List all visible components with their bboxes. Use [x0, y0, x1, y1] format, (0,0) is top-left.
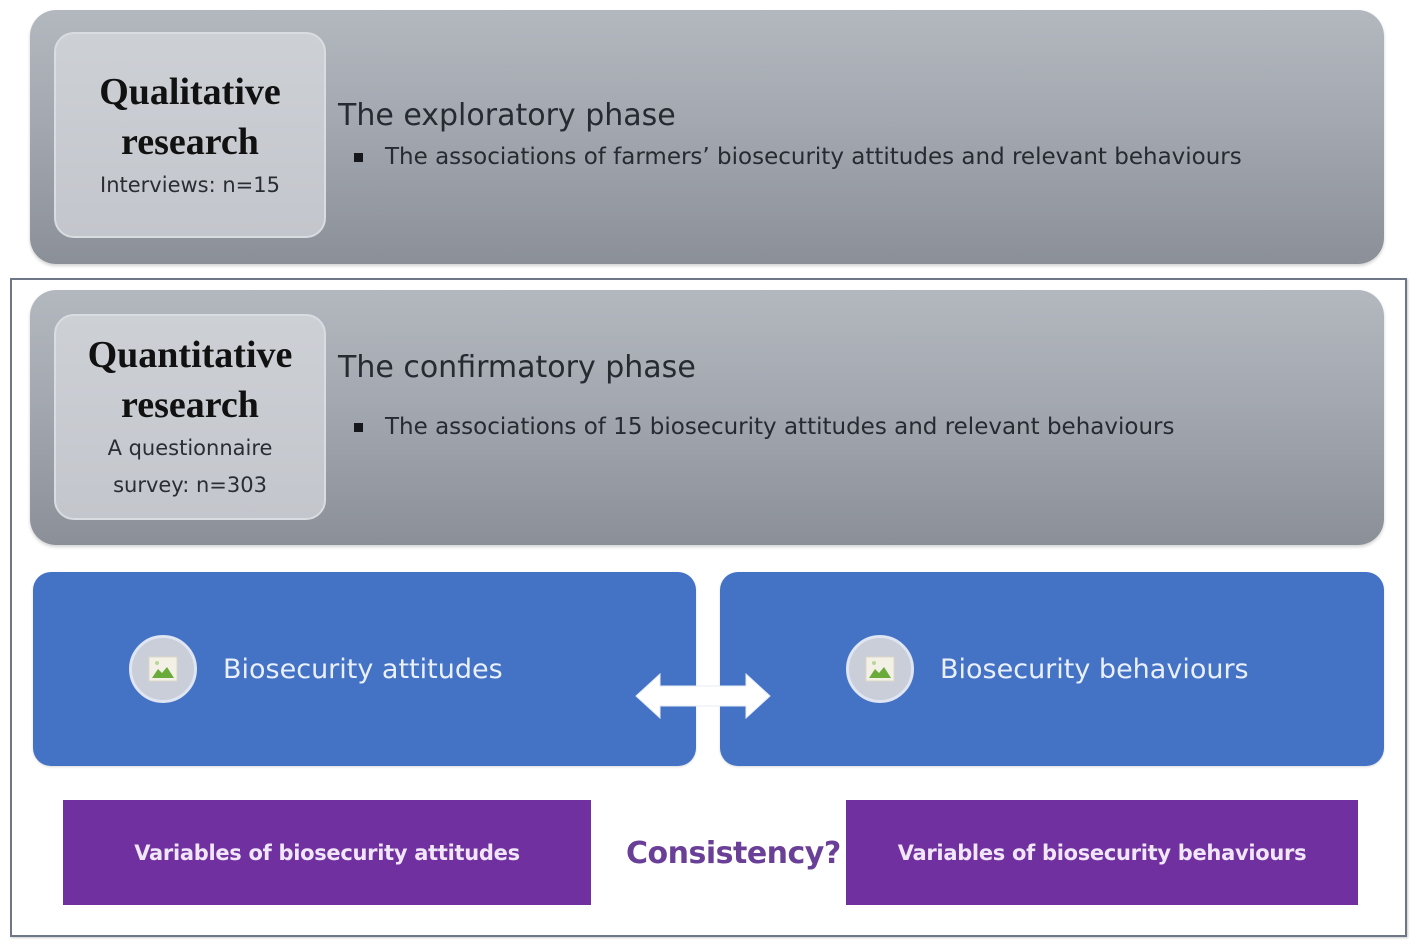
exploratory-phase-title: The exploratory phase — [338, 98, 676, 133]
double-headed-arrow-icon — [634, 670, 772, 722]
attitude-variables-box: Variables of biosecurity attitudes — [63, 800, 591, 905]
image-placeholder-icon — [846, 635, 914, 703]
quantitative-research-box: Quantitative research A questionnaire su… — [54, 314, 326, 520]
attitude-variables-label: Variables of biosecurity attitudes — [134, 840, 520, 865]
bullet-square-icon — [354, 422, 363, 432]
qualitative-research-box: Qualitative research Interviews: n=15 — [54, 32, 326, 238]
quantitative-method-line1: A questionnaire — [107, 436, 273, 460]
biosecurity-behaviours-box: Biosecurity behaviours — [720, 572, 1384, 766]
quantitative-title-line1: Quantitative — [87, 334, 293, 376]
biosecurity-behaviours-label: Biosecurity behaviours — [940, 653, 1249, 685]
image-placeholder-icon — [129, 635, 197, 703]
consistency-question: Consistency? — [626, 836, 841, 871]
quantitative-title-line2: research — [121, 384, 259, 426]
confirmatory-bullet-text: The associations of 15 biosecurity attit… — [385, 414, 1175, 440]
exploratory-phase-bullet: The associations of farmers’ biosecurity… — [354, 144, 1242, 170]
bullet-square-icon — [354, 152, 363, 162]
quantitative-section-frame — [10, 278, 1407, 937]
quantitative-sample-size: survey: n=303 — [113, 473, 267, 497]
qualitative-title-line2: research — [121, 120, 259, 163]
confirmatory-phase-title: The confirmatory phase — [338, 350, 696, 385]
qualitative-sample-size: Interviews: n=15 — [100, 172, 280, 197]
exploratory-bullet-text: The associations of farmers’ biosecurity… — [385, 144, 1242, 170]
confirmatory-phase-bullet: The associations of 15 biosecurity attit… — [354, 414, 1174, 440]
behaviour-variables-box: Variables of biosecurity behaviours — [846, 800, 1358, 905]
behaviour-variables-label: Variables of biosecurity behaviours — [897, 840, 1307, 865]
qualitative-title-line1: Qualitative — [99, 70, 281, 113]
biosecurity-attitudes-label: Biosecurity attitudes — [223, 653, 503, 685]
biosecurity-attitudes-box: Biosecurity attitudes — [33, 572, 696, 766]
